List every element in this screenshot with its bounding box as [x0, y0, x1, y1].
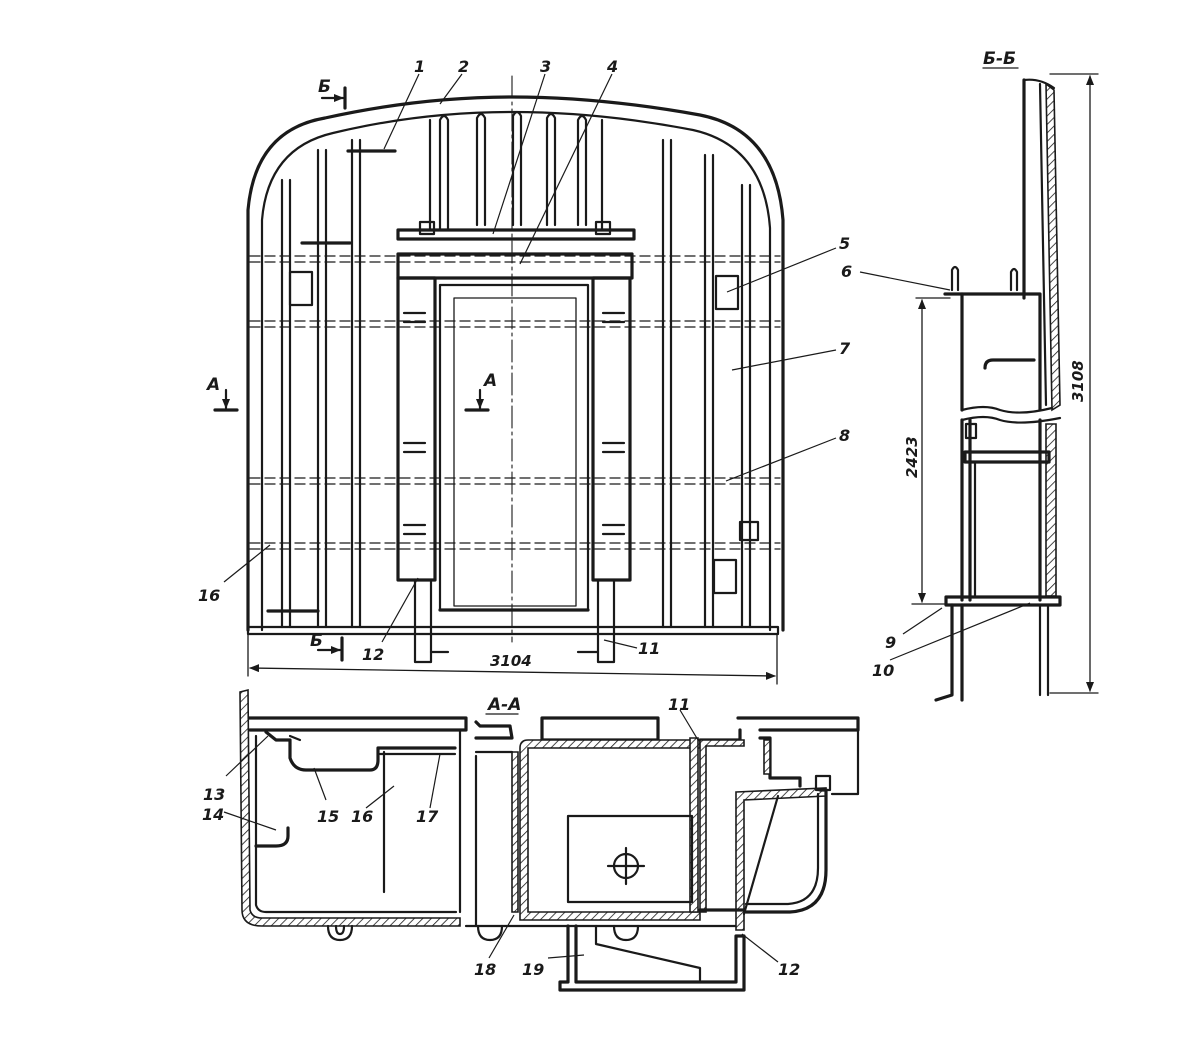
callout-6: 6 — [841, 262, 852, 281]
upper-ribs — [428, 110, 604, 232]
aa-middle-top-plate — [474, 720, 514, 740]
callout-5: 5 — [839, 234, 850, 253]
roof-arch-inner — [260, 110, 772, 632]
section-marker-a-left: А — [205, 375, 239, 412]
vertical-posts-left — [280, 138, 362, 629]
bb-break-line — [960, 405, 1054, 414]
aa-leaders — [223, 709, 779, 963]
aa-right-top-plate — [698, 716, 860, 742]
section-marker-a-center-letter: А — [482, 371, 497, 391]
callout-11-front: 11 — [638, 639, 660, 658]
aa-middle-profile-left — [511, 751, 519, 913]
aa-middle-box — [519, 739, 701, 921]
aa-right-handle-curve — [744, 788, 828, 914]
lintel-bracket-left — [418, 220, 436, 236]
panel-window-lower-right — [712, 558, 738, 595]
aa-left-roller-1 — [326, 924, 354, 942]
aa-left-outer-wall — [239, 688, 461, 927]
bottom-beam — [246, 625, 780, 636]
aa-right-z-bracket — [758, 736, 802, 788]
callout-2: 2 — [458, 57, 469, 76]
section-b-b-title: Б-Б — [983, 49, 1016, 69]
bb-wall-panel-upper — [943, 292, 1042, 412]
callout-12-front: 12 — [362, 645, 384, 664]
section-marker-a-left-letter: А — [205, 375, 220, 395]
section-marker-a-center: А — [464, 371, 497, 412]
bb-lower-frame — [963, 450, 1051, 464]
width-dimension-label: 3104 — [490, 652, 532, 670]
callout-9: 9 — [885, 633, 896, 652]
section-marker-b-top: Б — [318, 77, 347, 110]
callout-13: 13 — [203, 785, 225, 804]
aa-lower-bracket-19 — [558, 924, 746, 992]
front-elevation: 3104 Б Б А А — [198, 57, 851, 685]
callout-7: 7 — [839, 339, 851, 358]
door-frame-header — [396, 252, 634, 280]
callout-16-front: 16 — [198, 586, 220, 605]
callout-11-section: 11 — [668, 695, 690, 714]
panel-box-right — [738, 520, 760, 542]
callout-3: 3 — [540, 57, 551, 76]
aa-left-bracket-15 — [264, 730, 457, 772]
front-leaders — [223, 73, 837, 649]
width-dimension: 3104 — [247, 633, 778, 685]
door-lintel-beam — [396, 228, 636, 241]
callout-14: 14 — [202, 805, 224, 824]
bb-dimension-3108-label: 3108 — [1069, 360, 1087, 402]
bb-floor — [944, 595, 1062, 607]
aa-inner-box — [566, 814, 694, 904]
horizontal-belts — [249, 255, 781, 550]
bb-dimension-3108: 3108 — [1049, 73, 1099, 694]
aa-middle-top-cap — [540, 716, 660, 742]
section-a-a: А-А — [202, 688, 860, 992]
panel-window-left — [288, 270, 314, 307]
callout-1: 1 — [414, 57, 425, 76]
bb-hatched-skin-upper — [1045, 82, 1061, 412]
bb-hook-bracket — [983, 358, 1036, 370]
lintel-bracket-right — [594, 220, 612, 236]
door-opening — [438, 283, 590, 612]
section-marker-b-bottom: Б — [310, 631, 344, 662]
callout-19: 19 — [522, 960, 544, 979]
callout-12-section: 12 — [778, 960, 800, 979]
callout-10: 10 — [872, 661, 894, 680]
post-brackets — [266, 149, 397, 613]
section-a-a-title: А-А — [486, 695, 521, 715]
bb-top-curve — [1022, 78, 1056, 90]
bb-dimension-2423: 2423 — [903, 297, 951, 605]
aa-middle-roller-2 — [612, 924, 640, 942]
aa-left-inner-wall — [254, 734, 458, 914]
jamb-dashes — [402, 311, 626, 536]
bb-sill — [934, 603, 964, 702]
section-marker-b-bottom-letter: Б — [310, 631, 323, 651]
vertical-posts-right — [661, 138, 752, 629]
aa-left-roller-2 — [334, 924, 346, 936]
callout-16-section: 16 — [351, 807, 373, 826]
bb-dimension-2423-label: 2423 — [903, 436, 921, 478]
bb-leaders — [859, 271, 1031, 661]
aa-right-profile-11 — [699, 739, 745, 913]
bb-hatched-skin-lower — [1045, 423, 1057, 597]
callout-17: 17 — [416, 807, 439, 826]
aa-left-hook-14 — [254, 826, 290, 848]
door-opening-inner — [453, 297, 577, 607]
section-marker-b-top-letter: Б — [318, 77, 331, 97]
callout-4: 4 — [606, 57, 618, 76]
callout-18: 18 — [474, 960, 496, 979]
aa-right-box-12 — [735, 787, 827, 931]
aa-left-top-plate — [246, 716, 468, 732]
callout-8: 8 — [839, 426, 850, 445]
panel-window-right — [714, 274, 740, 311]
section-b-b: Б-Б 2423 — [841, 49, 1099, 702]
aa-middle-roller-1 — [476, 924, 504, 942]
end-wall-outline — [246, 95, 785, 632]
callout-15: 15 — [317, 807, 339, 826]
bottom-stands — [413, 578, 616, 664]
